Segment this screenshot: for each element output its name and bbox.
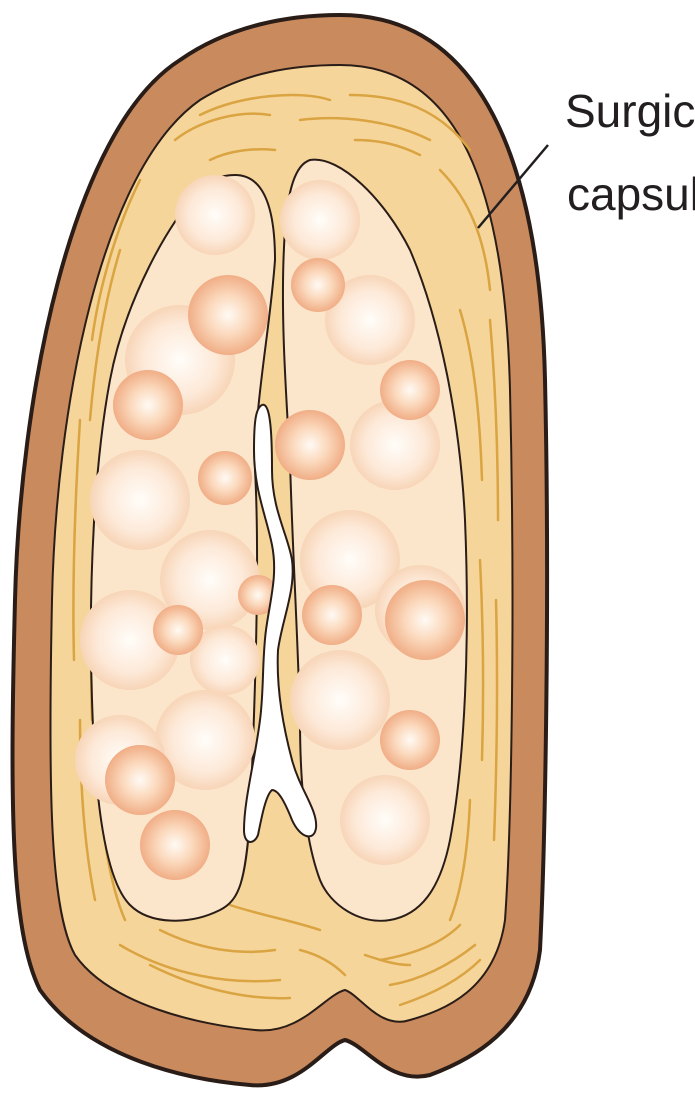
surgical-capsule-label-line2: capsule (567, 168, 695, 220)
surgical-capsule-label-line1: Surgical (565, 85, 695, 137)
